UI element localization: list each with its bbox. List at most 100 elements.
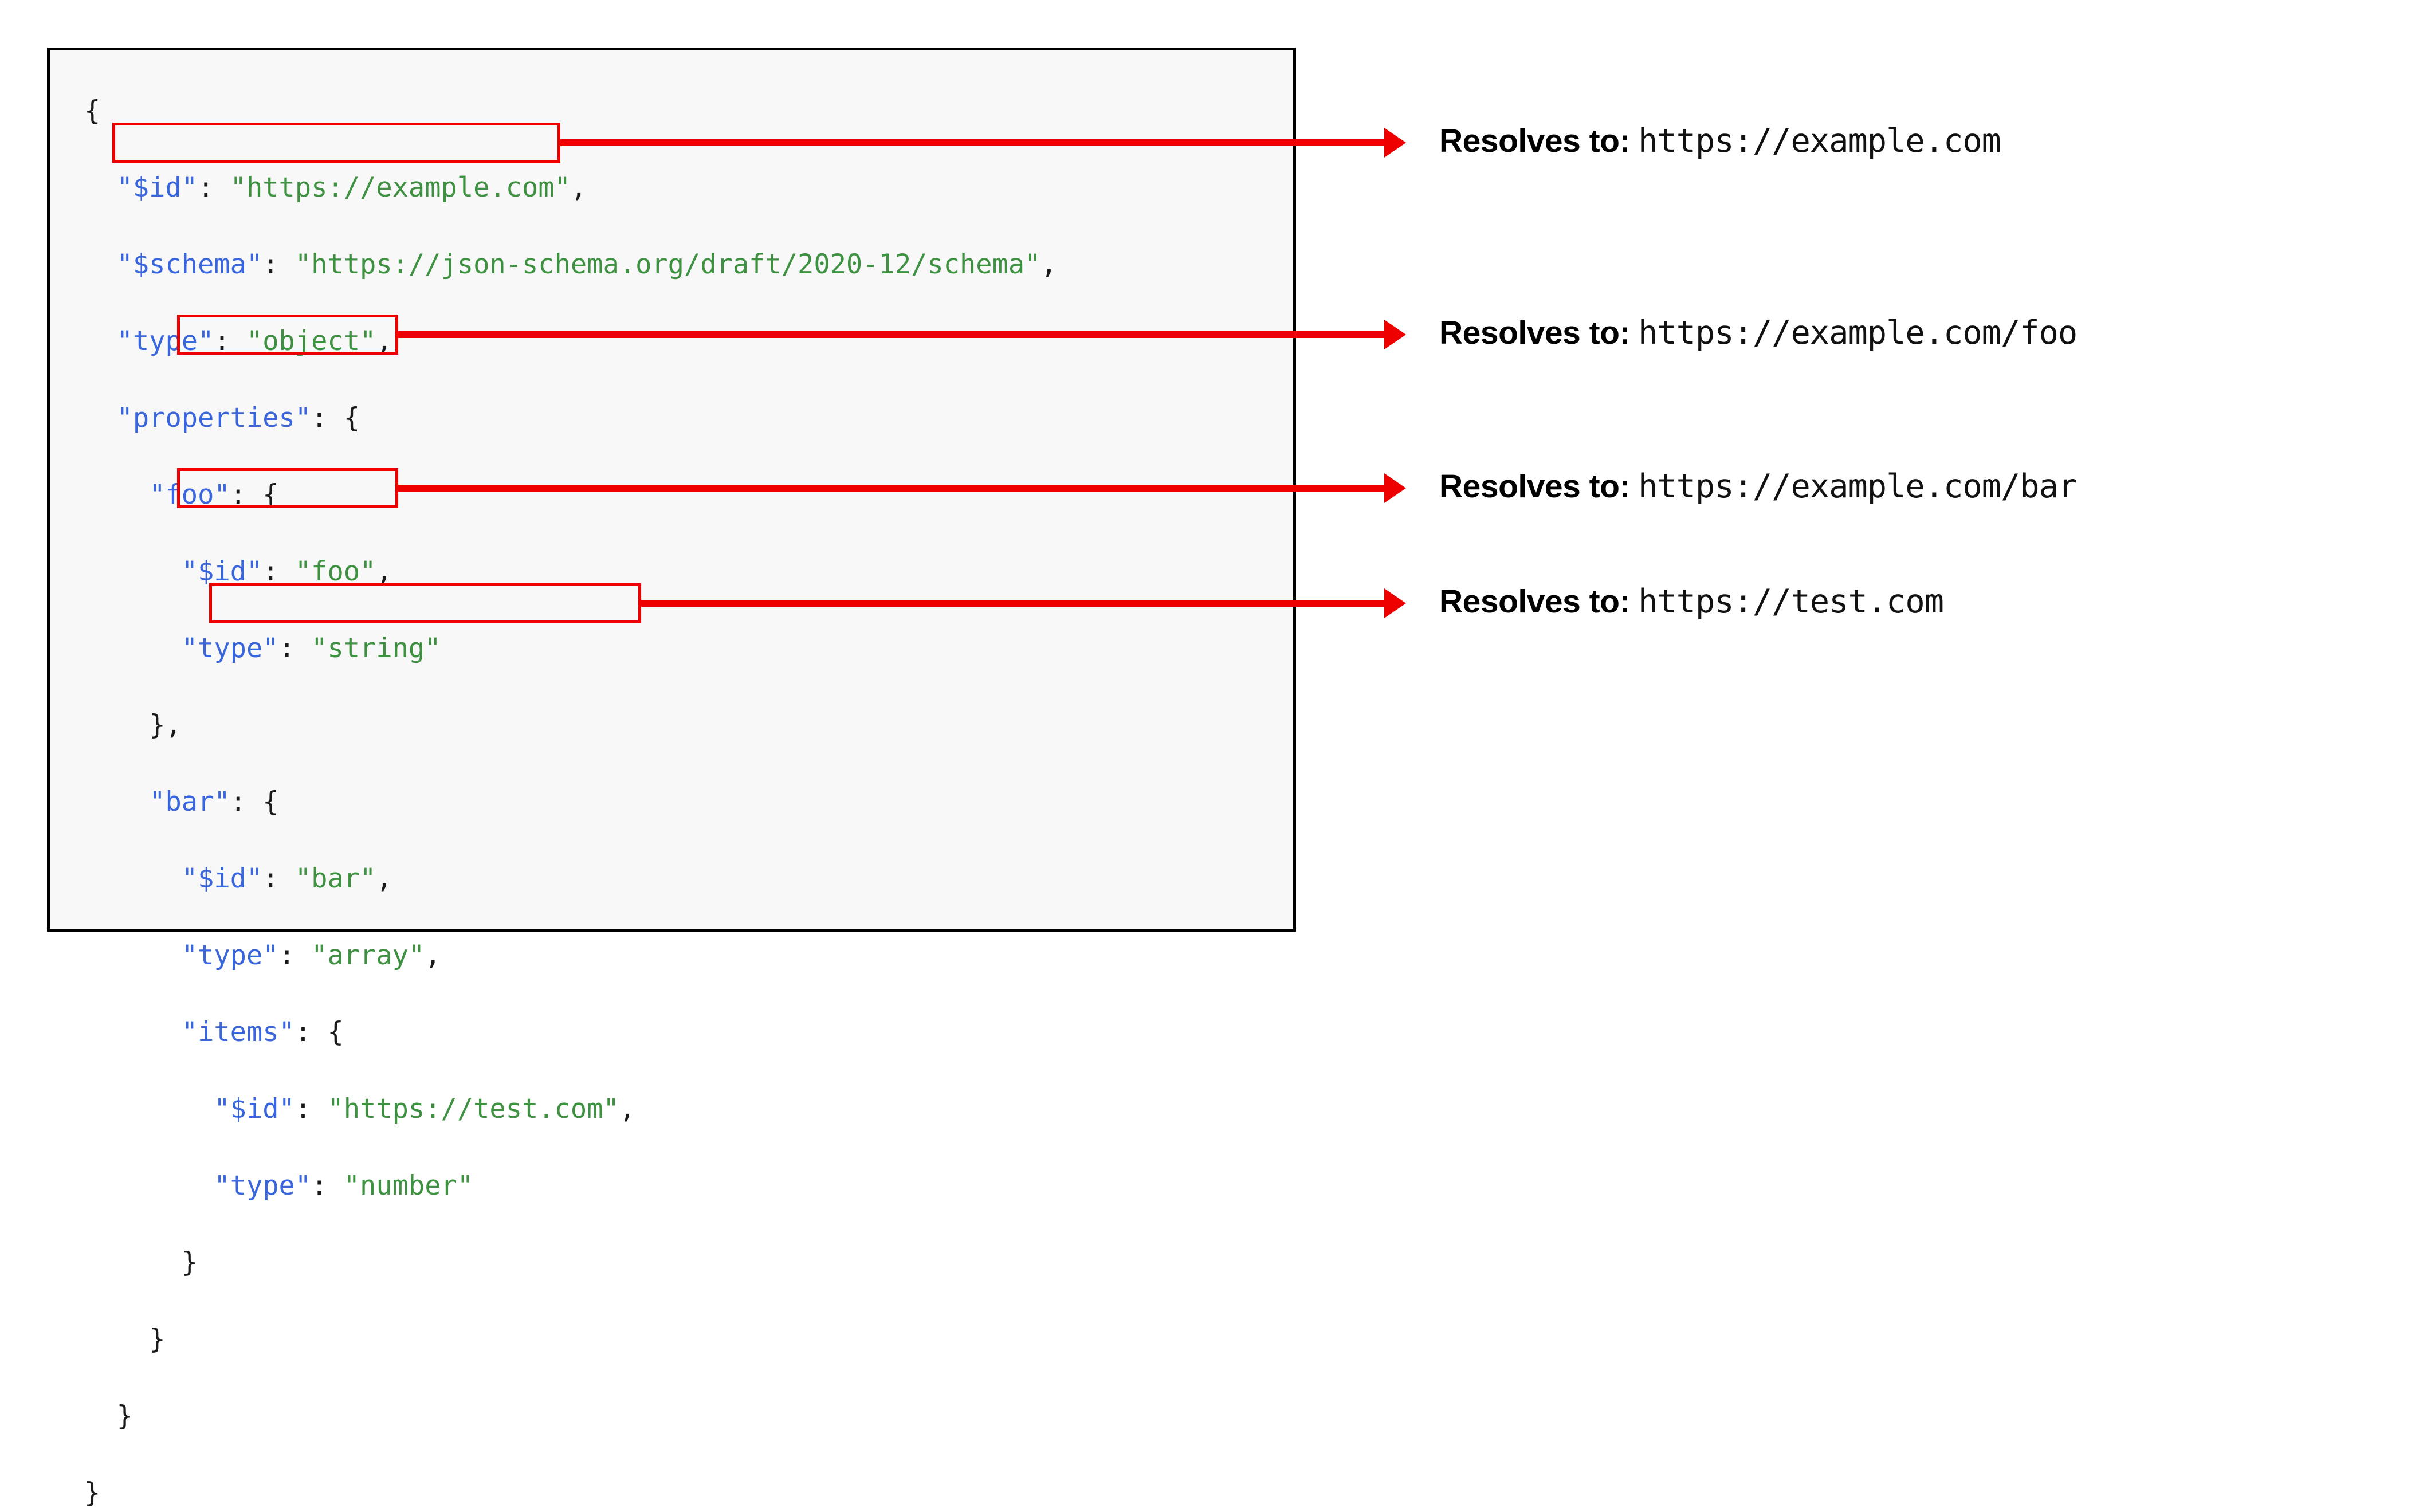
- code-key: "$id": [214, 1093, 295, 1125]
- code-string: "number": [343, 1170, 474, 1201]
- code-key: "type": [116, 325, 214, 357]
- code-string: "https://json-schema.org/draft/2020-12/s…: [294, 249, 1041, 280]
- resolves-arrow: [641, 588, 1406, 618]
- code-indent: [84, 1016, 182, 1048]
- code-punctuation: ,: [570, 172, 587, 203]
- code-key: "type": [214, 1170, 312, 1201]
- code-key: "foo": [149, 479, 230, 510]
- code-line: "items": {: [84, 1013, 1057, 1051]
- code-line: "type": "number": [84, 1167, 1057, 1205]
- code-punctuation: ,: [376, 325, 392, 357]
- code-indent: [84, 1400, 117, 1432]
- code-line: "foo": {: [84, 476, 1057, 514]
- resolves-to-label: Resolves to:: [1439, 123, 1630, 159]
- code-punctuation: :: [262, 249, 295, 280]
- code-punctuation: },: [149, 709, 182, 741]
- code-key: "$id": [181, 556, 263, 587]
- code-punctuation: :: [278, 633, 312, 664]
- code-indent: [84, 709, 149, 741]
- code-string: "string": [311, 633, 441, 664]
- code-key: "properties": [116, 402, 312, 434]
- code-indent: [84, 556, 182, 587]
- code-punctuation: }: [149, 1324, 166, 1355]
- resolved-url: https://example.com/bar: [1637, 468, 2078, 505]
- json-schema-code: { "$id": "https://example.com", "$schema…: [84, 92, 1057, 1512]
- code-string: "https://example.com": [230, 172, 571, 203]
- code-key: "type": [181, 633, 279, 664]
- code-punctuation: ,: [376, 556, 392, 587]
- code-indent: [84, 479, 149, 510]
- code-punctuation: }: [116, 1400, 133, 1432]
- code-indent: [84, 863, 182, 894]
- resolve-row: Resolves to:https://example.com/foo: [1439, 314, 2078, 352]
- code-string: "array": [311, 940, 425, 971]
- code-line: }: [84, 1320, 1057, 1358]
- code-string: "object": [246, 325, 376, 357]
- code-string: "bar": [294, 863, 376, 894]
- code-indent: [84, 325, 117, 357]
- code-key: "bar": [149, 786, 230, 818]
- code-line: "type": "string": [84, 629, 1057, 667]
- code-indent: [84, 1170, 214, 1201]
- code-punctuation: ,: [619, 1093, 636, 1125]
- code-punctuation: : {: [311, 402, 360, 434]
- code-line: {: [84, 92, 1057, 130]
- code-indent: [84, 172, 117, 203]
- code-indent: [84, 402, 117, 434]
- code-punctuation: }: [181, 1247, 198, 1278]
- code-line: "type": "object",: [84, 322, 1057, 360]
- resolves-arrow: [560, 128, 1407, 158]
- code-punctuation: : {: [230, 786, 279, 818]
- code-punctuation: ,: [1040, 249, 1057, 280]
- resolves-to-label: Resolves to:: [1439, 583, 1630, 620]
- resolved-url: https://example.com: [1637, 122, 2001, 160]
- resolved-url: https://test.com: [1637, 583, 1944, 620]
- code-punctuation: :: [311, 1170, 344, 1201]
- code-punctuation: :: [294, 1093, 328, 1125]
- code-indent: [84, 1324, 149, 1355]
- code-string: "https://test.com": [327, 1093, 619, 1125]
- resolves-to-label: Resolves to:: [1439, 315, 1630, 351]
- resolves-to-label: Resolves to:: [1439, 468, 1630, 505]
- code-line: "type": "array",: [84, 936, 1057, 975]
- code-line: },: [84, 706, 1057, 744]
- code-line: "$id": "https://example.com",: [84, 168, 1057, 207]
- code-punctuation: : {: [230, 479, 279, 510]
- code-line: }: [84, 1474, 1057, 1512]
- resolve-row: Resolves to:https://example.com: [1439, 122, 2001, 160]
- code-line: "$id": "https://test.com",: [84, 1090, 1057, 1128]
- code-string: "foo": [294, 556, 376, 587]
- code-key: "$id": [181, 863, 263, 894]
- code-punctuation: }: [84, 1477, 101, 1509]
- code-punctuation: ,: [376, 863, 392, 894]
- code-punctuation: :: [262, 556, 295, 587]
- code-key: "items": [181, 1016, 295, 1048]
- code-punctuation: :: [214, 325, 246, 357]
- code-punctuation: {: [84, 95, 101, 127]
- code-punctuation: :: [262, 863, 295, 894]
- code-line: "properties": {: [84, 399, 1057, 437]
- resolved-url: https://example.com/foo: [1637, 314, 2078, 352]
- resolve-row: Resolves to:https://example.com/bar: [1439, 468, 2078, 505]
- code-indent: [84, 633, 182, 664]
- code-line: "$id": "foo",: [84, 552, 1057, 591]
- code-line: "bar": {: [84, 783, 1057, 821]
- code-punctuation: : {: [294, 1016, 344, 1048]
- resolves-arrow: [398, 320, 1407, 349]
- code-key: "type": [181, 940, 279, 971]
- code-indent: [84, 940, 182, 971]
- code-line: "$schema": "https://json-schema.org/draf…: [84, 245, 1057, 284]
- code-line: "$id": "bar",: [84, 859, 1057, 898]
- code-punctuation: ,: [425, 940, 441, 971]
- code-key: "$schema": [116, 249, 263, 280]
- code-indent: [84, 249, 117, 280]
- code-indent: [84, 786, 149, 818]
- code-indent: [84, 1247, 182, 1278]
- resolves-arrow: [398, 473, 1407, 503]
- code-punctuation: :: [198, 172, 230, 203]
- code-line: }: [84, 1243, 1057, 1282]
- code-indent: [84, 1093, 214, 1125]
- resolve-row: Resolves to:https://test.com: [1439, 583, 1944, 620]
- code-punctuation: :: [278, 940, 312, 971]
- code-line: }: [84, 1397, 1057, 1435]
